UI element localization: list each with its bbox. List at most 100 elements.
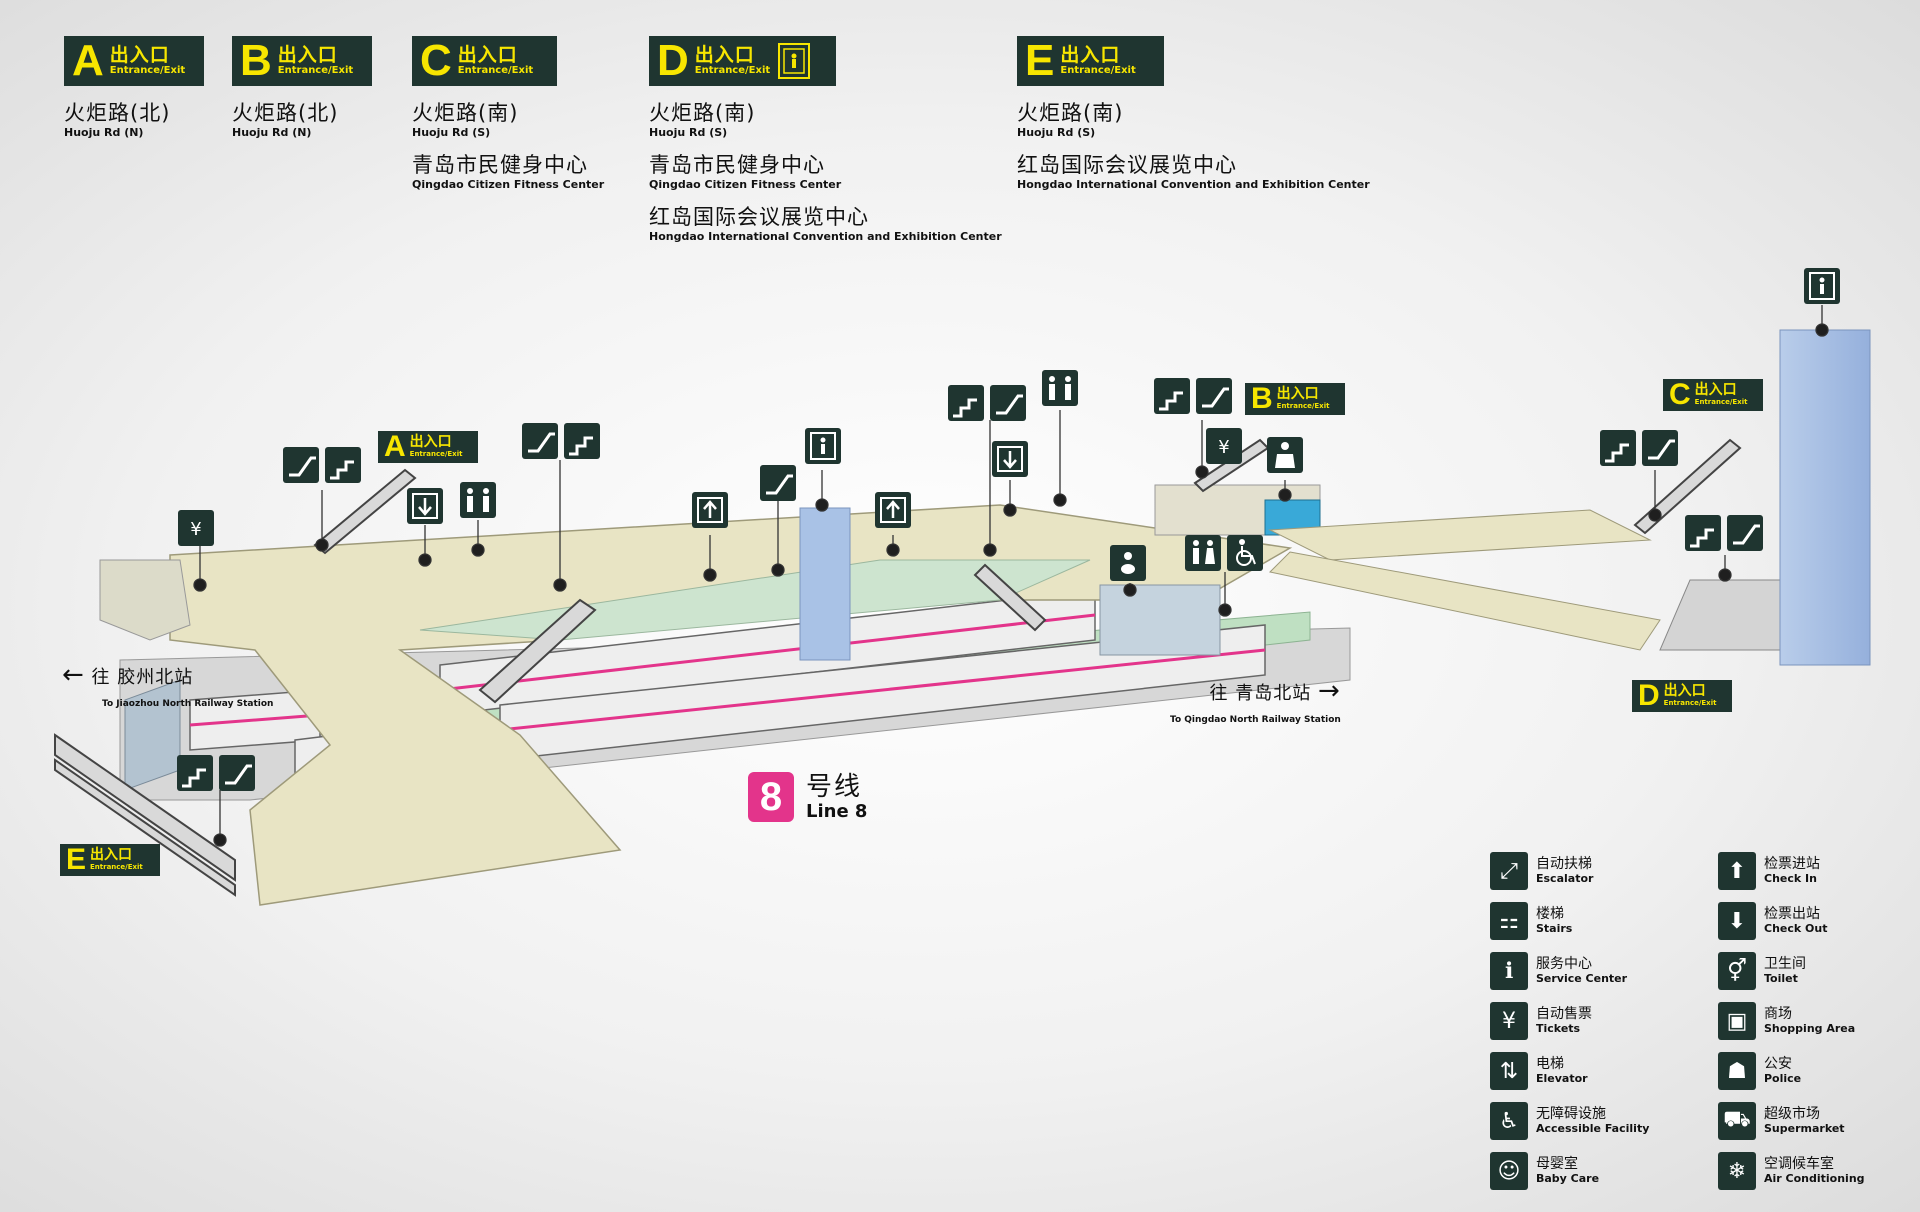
destination-en: Huoju Rd (S) [649, 126, 728, 139]
stairs-icon [564, 423, 600, 459]
check-out-icon [992, 441, 1028, 477]
check-out-icon: ⬇ [1718, 902, 1756, 940]
elevator-icon: ⇅ [1490, 1052, 1528, 1090]
direction-west: ← 往 胶州北站 To Jiaozhou North Railway Stati… [62, 660, 273, 711]
escalator-icon: ⤢ [1490, 852, 1528, 890]
escalator-c [1633, 438, 1742, 535]
legend-label-en: Air Conditioning [1764, 1172, 1865, 1185]
escalators [54, 438, 1742, 897]
svg-text:¥: ¥ [1218, 437, 1229, 458]
destination-zh: 红岛国际会议展览中心 [649, 205, 869, 229]
accessible-icon: ♿ [1490, 1102, 1528, 1140]
west-service-block [99, 559, 191, 641]
legend-label-zh: 检票进站 [1764, 856, 1820, 872]
line-name-zh: 号线 [806, 772, 863, 802]
exit-label-zh: 出入口 [694, 44, 755, 66]
exit-label-en: Entrance/Exit [1276, 402, 1330, 410]
legend-label-zh: 商场 [1764, 1006, 1792, 1022]
legend-label-zh: 卫生间 [1764, 956, 1806, 972]
exit-label-zh: 出入口 [1276, 386, 1319, 402]
air-conditioning-icon: ❄ [1718, 1152, 1756, 1190]
facilities-block [1099, 584, 1221, 656]
exit-letter: A [384, 430, 406, 463]
corridor-to-exit-d [1268, 551, 1661, 651]
direction-east: 往 青岛北站 → To Qingdao North Railway Statio… [1170, 676, 1341, 727]
exit-letter: E [66, 843, 87, 876]
exit-label-en: Entrance/Exit [1694, 398, 1748, 406]
exit-label-zh: 出入口 [1060, 44, 1121, 66]
exit-destinations: 火炬路(北) Huoju Rd (N) [64, 100, 204, 140]
escalator-center-west [478, 598, 597, 704]
police-icon: ☗ [1718, 1052, 1756, 1090]
exit-label-zh: 出入口 [90, 847, 133, 863]
legend-label-en: Elevator [1536, 1072, 1588, 1085]
map-icons: ¥ ¥ [177, 268, 1840, 791]
destination-zh: 青岛市民健身中心 [649, 153, 825, 177]
destination-zh: 火炬路(南) [1017, 101, 1124, 125]
tickets-icon: ¥ [1206, 428, 1242, 464]
exit-label-en: Entrance/Exit [1663, 699, 1717, 707]
police-icon [1267, 437, 1303, 473]
legend-label-en: Escalator [1536, 872, 1594, 885]
toilet-icon: ⚥ [1718, 952, 1756, 990]
accessible-icon [1227, 535, 1263, 571]
legend-label-en: Check In [1764, 872, 1817, 885]
exit-letter: D [1638, 679, 1660, 712]
legend-label-zh: 楼梯 [1536, 906, 1564, 922]
exit-label-zh: 出入口 [409, 434, 452, 450]
exit-label-zh: 出入口 [1663, 683, 1706, 699]
tickets-icon: ¥ [178, 510, 214, 546]
escalator-e [54, 733, 236, 882]
legend-label-en: Toilet [1764, 972, 1798, 985]
exit-destinations: 火炬路(北) Huoju Rd (N) [232, 100, 372, 140]
exit-label-zh: 出入口 [109, 44, 170, 66]
escalator-icon [283, 447, 319, 483]
elevator-icon [1804, 268, 1840, 304]
stairs-icon [948, 385, 984, 421]
exit-destinations: 火炬路(南) Huoju Rd (S) 青岛市民健身中心 Qingdao Cit… [412, 100, 604, 192]
service-center-icon [1042, 370, 1078, 406]
escalator-icon [1196, 378, 1232, 414]
stairs-icon [1685, 515, 1721, 551]
destination-en: Huoju Rd (S) [412, 126, 491, 139]
legend-label-zh: 超级市场 [1764, 1106, 1820, 1122]
exit-letter: A [72, 36, 104, 85]
direction-west-en: To Jiaozhou North Railway Station [102, 699, 274, 709]
pointers [193, 305, 1829, 847]
legend-label-en: Baby Care [1536, 1172, 1600, 1185]
exit-label-en: Entrance/Exit [457, 65, 534, 76]
east-corridor [1268, 329, 1871, 666]
destination-en: Huoju Rd (N) [232, 126, 312, 139]
exit-label-en: Entrance/Exit [90, 863, 143, 871]
destination-zh: 青岛市民健身中心 [412, 153, 588, 177]
train-upper-stripe [439, 613, 1096, 692]
svg-text:¥: ¥ [190, 519, 201, 540]
legend-label-zh: 母婴室 [1536, 1156, 1578, 1172]
legend-label-en: Check Out [1764, 922, 1828, 935]
exit-letter: B [1251, 382, 1273, 415]
escalator-icon [760, 465, 796, 501]
legend-label-en: Stairs [1536, 922, 1573, 935]
exit-letter: C [420, 36, 452, 85]
corridor-to-exit-c [1268, 509, 1652, 561]
legend-label-zh: 服务中心 [1536, 956, 1592, 972]
elevator-shaft-center [799, 507, 851, 661]
stairs-icon: ⚏ [1490, 902, 1528, 940]
direction-east-zh: 往 青岛北站 [1209, 683, 1312, 704]
